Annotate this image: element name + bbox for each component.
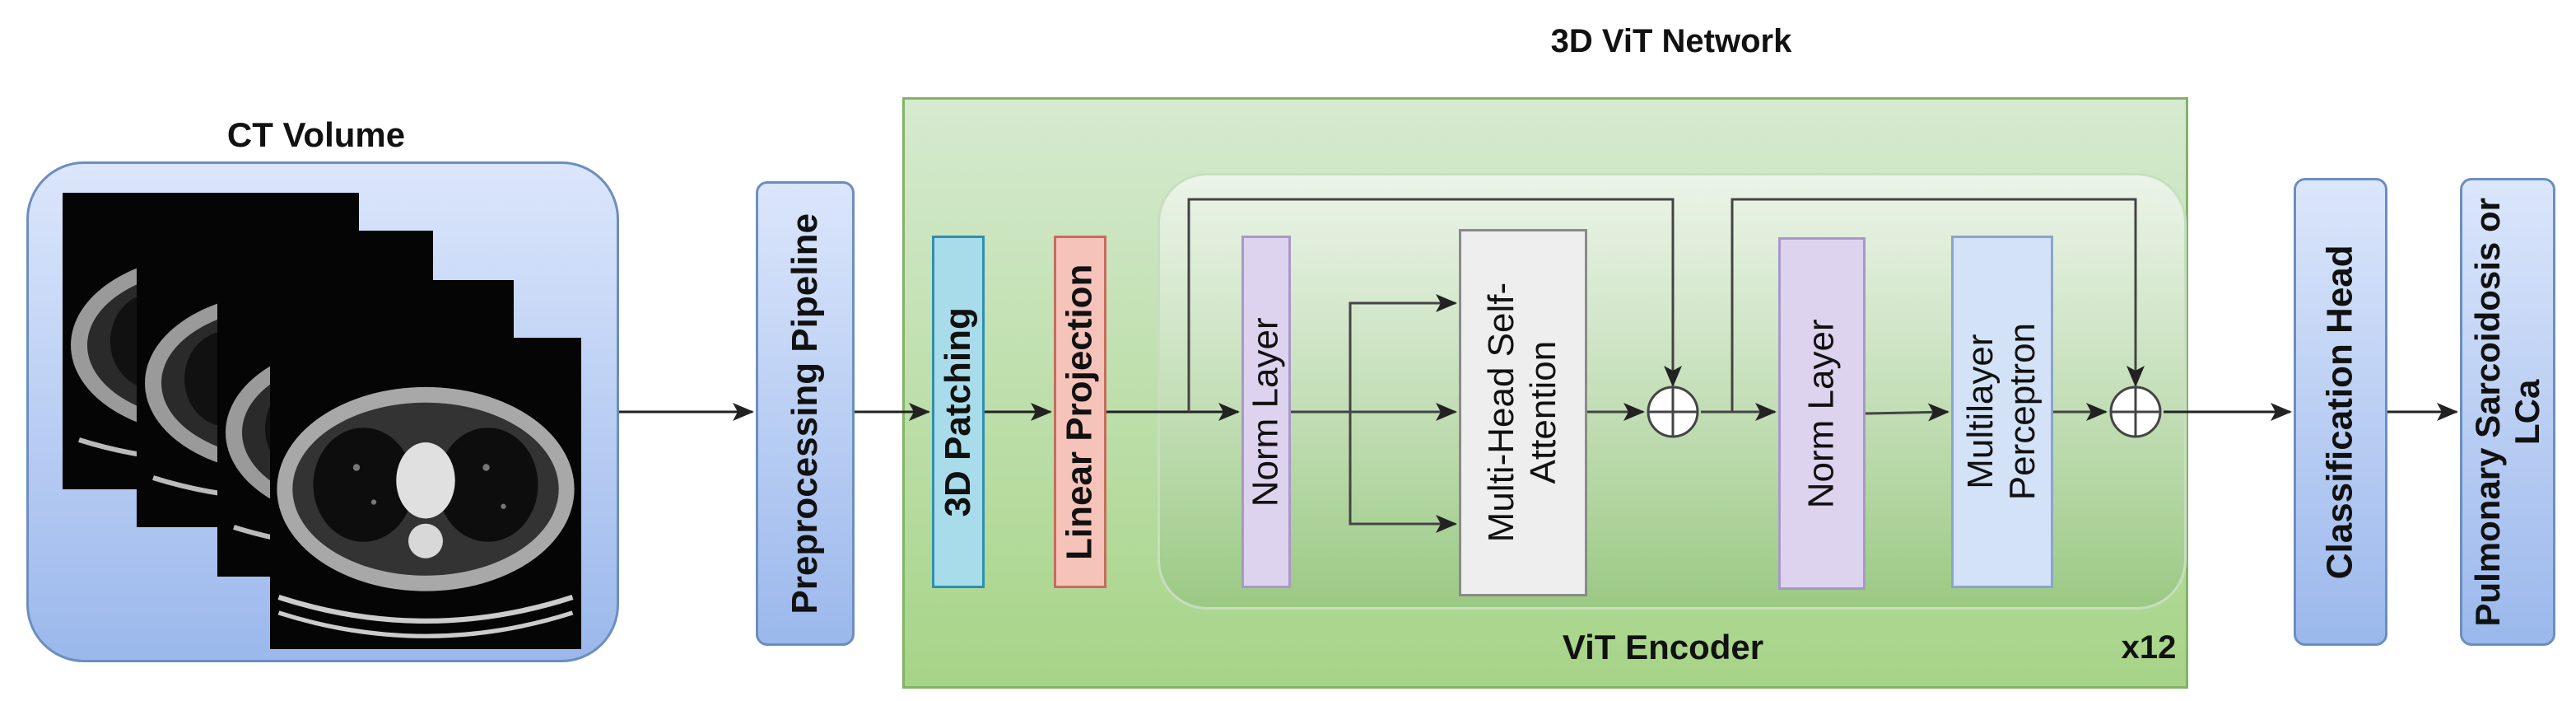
mlp-box: Multilayer Perceptron	[1951, 236, 2053, 588]
residual-connection-2	[1731, 198, 2145, 412]
add-node-1	[1647, 386, 1699, 438]
repeat-count: x12	[2121, 629, 2177, 666]
norm-layer-1-box: Norm Layer	[1241, 236, 1291, 588]
attention-box: Multi-Head Self- Attention	[1459, 229, 1587, 596]
patching-box: 3D Patching	[932, 236, 985, 588]
residual-connection-1	[1187, 198, 1682, 412]
output-box: Pulmonary Sarcoidosis or LCa	[2460, 178, 2555, 646]
vit-encoder-title: ViT Encoder	[1562, 628, 1764, 666]
network-title: 3D ViT Network	[1550, 23, 1792, 59]
ct-slice-image	[270, 338, 581, 649]
add-node-2	[2109, 386, 2162, 438]
classification-head-box: Classification Head	[2294, 178, 2387, 646]
norm-layer-2-box: Norm Layer	[1778, 237, 1866, 590]
preprocessing-pipeline-box: Preprocessing Pipeline	[756, 181, 855, 646]
linear-projection-box: Linear Projection	[1054, 236, 1106, 588]
ct-volume-title: CT Volume	[226, 115, 406, 154]
